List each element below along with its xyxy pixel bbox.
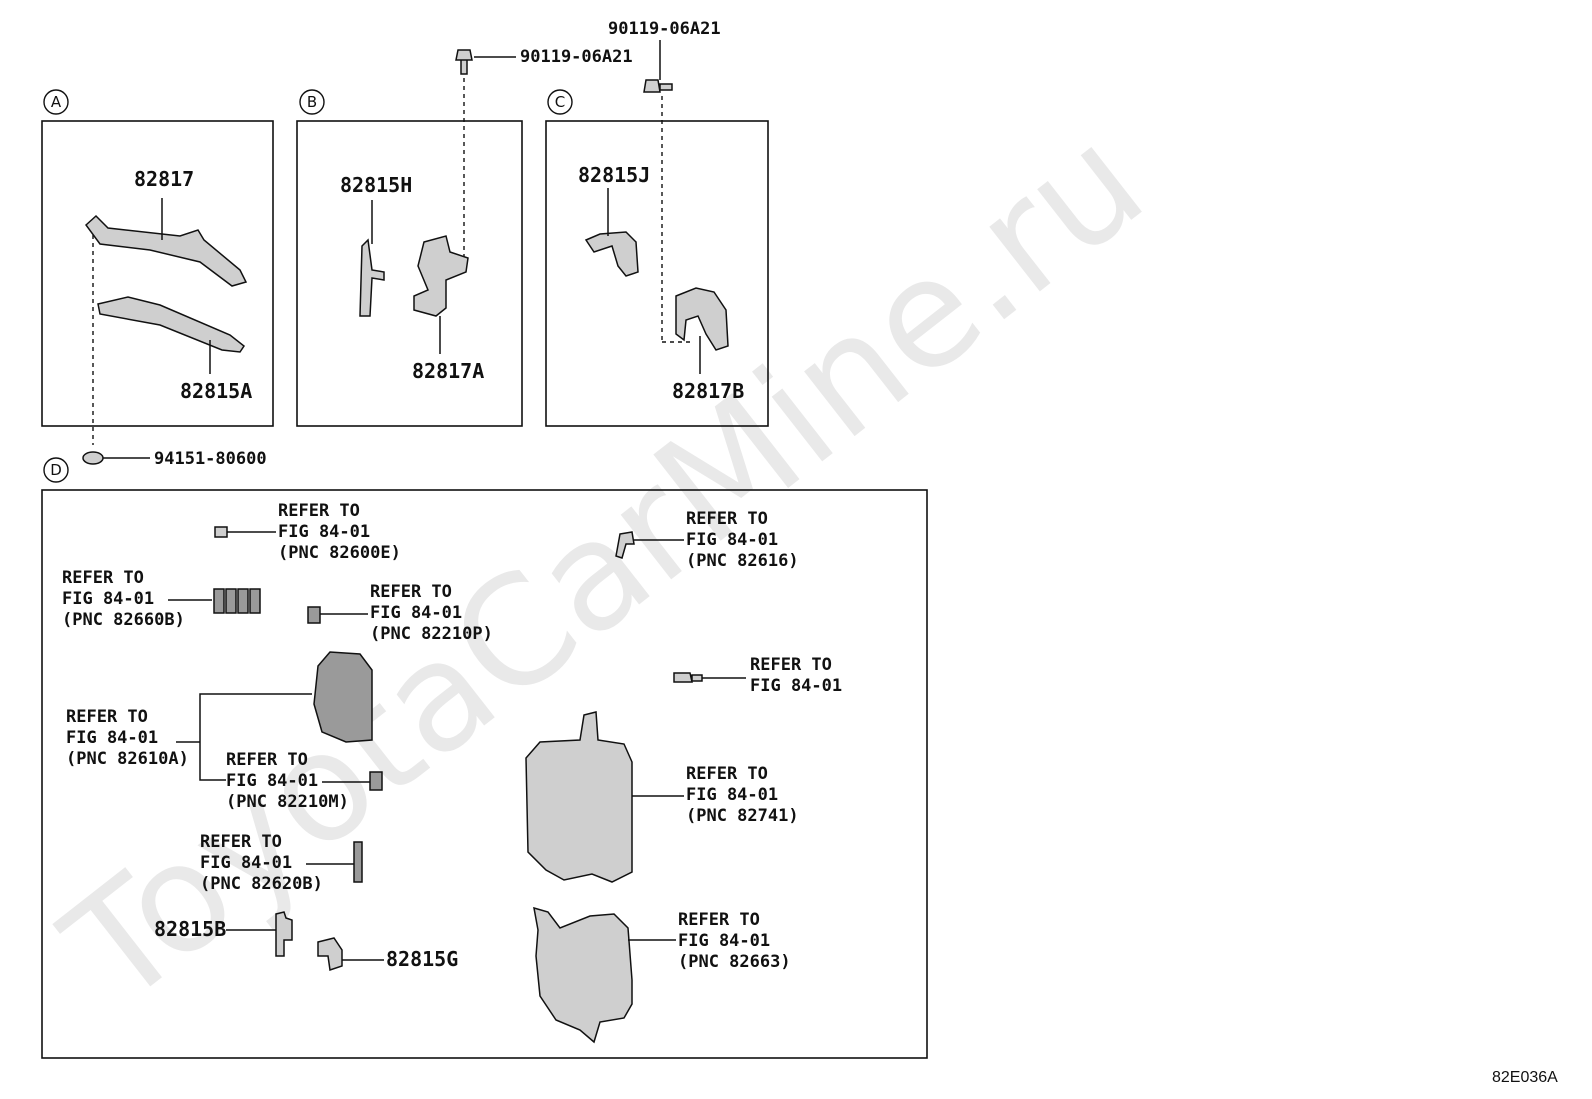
part-82210p-icon (307, 606, 321, 624)
section-d-marker (43, 457, 69, 483)
ref-82210p-l2[interactable]: FIG 84-01 (370, 603, 462, 623)
part-82616-icon (615, 531, 635, 559)
section-c-box (545, 120, 769, 427)
ref-82616-l2[interactable]: FIG 84-01 (686, 530, 778, 550)
clip-icon (82, 451, 104, 465)
label-82815g[interactable]: 82815G (386, 947, 458, 971)
ref-82600e-l3: (PNC 82600E) (278, 543, 401, 563)
bolt-c-icon (643, 79, 673, 93)
part-82817-shape (84, 214, 248, 287)
part-82663-icon (533, 906, 633, 1044)
label-bolt-c[interactable]: 90119-06A21 (608, 19, 721, 39)
part-82815g-icon (317, 937, 343, 971)
label-94151-80600[interactable]: 94151-80600 (154, 449, 267, 469)
bolt-b-icon (455, 49, 473, 75)
part-82600e-icon (214, 526, 228, 538)
label-82817b[interactable]: 82817B (672, 379, 744, 403)
part-82817b-shape (675, 287, 729, 351)
part-82610a-icon (313, 651, 373, 743)
part-82210m-icon (369, 771, 383, 791)
ref-82663-l1: REFER TO (678, 910, 760, 930)
section-b: B 90119-06A21 82815H 82817A (296, 47, 633, 427)
ref-82210p-l1: REFER TO (370, 582, 452, 602)
ref-bolt-l1: REFER TO (750, 655, 832, 675)
ref-82741-l3: (PNC 82741) (686, 806, 799, 826)
part-82815h-shape (359, 238, 385, 317)
diagram-code: 82E036A (1492, 1069, 1558, 1086)
ref-82210p-l3: (PNC 82210P) (370, 624, 493, 644)
label-82817[interactable]: 82817 (134, 167, 194, 191)
label-82815b[interactable]: 82815B (154, 917, 226, 941)
ref-82741-l1: REFER TO (686, 764, 768, 784)
section-b-letter: B (307, 93, 317, 111)
section-d: D REFER TO FIG 84-01 (PNC 82600E) REFER … (41, 457, 928, 1059)
ref-82616-l1: REFER TO (686, 509, 768, 529)
part-82815b-icon (275, 911, 293, 957)
label-82817a[interactable]: 82817A (412, 359, 484, 383)
ref-82660b-l3: (PNC 82660B) (62, 610, 185, 630)
section-b-marker (299, 89, 325, 115)
leader-82610a-up (199, 693, 312, 742)
ref-82663-l2[interactable]: FIG 84-01 (678, 931, 770, 951)
label-82815j[interactable]: 82815J (578, 163, 650, 187)
ref-82600e-l2[interactable]: FIG 84-01 (278, 522, 370, 542)
section-c-letter: C (555, 93, 565, 111)
section-d-letter: D (50, 461, 62, 479)
part-82620b-icon (353, 841, 363, 883)
section-d-box (41, 489, 928, 1059)
ref-82610a-l3: (PNC 82610A) (66, 749, 189, 769)
section-c-marker (547, 89, 573, 115)
ref-82610a-l1: REFER TO (66, 707, 148, 727)
part-82815j-shape (584, 231, 639, 277)
section-b-box (296, 120, 523, 427)
ref-82663-l3: (PNC 82663) (678, 952, 791, 972)
label-82815h[interactable]: 82815H (340, 173, 412, 197)
section-a: A 82817 82815A (41, 89, 274, 445)
ref-82210m-l1: REFER TO (226, 750, 308, 770)
part-82815a-shape (97, 296, 246, 353)
section-a-box (41, 120, 274, 427)
ref-82600e-l1: REFER TO (278, 501, 360, 521)
ref-82620b-l3: (PNC 82620B) (200, 874, 323, 894)
part-82741-icon (525, 711, 633, 883)
ref-82620b-l1: REFER TO (200, 832, 282, 852)
section-c: C 90119-06A21 82815J 82817B (545, 19, 769, 427)
ref-82610a-l2[interactable]: FIG 84-01 (66, 728, 158, 748)
ref-82660b-l2[interactable]: FIG 84-01 (62, 589, 154, 609)
section-a-letter: A (51, 93, 62, 111)
label-bolt-b[interactable]: 90119-06A21 (520, 47, 633, 67)
ref-82741-l2[interactable]: FIG 84-01 (686, 785, 778, 805)
label-82815a[interactable]: 82815A (180, 379, 252, 403)
section-a-marker (43, 89, 69, 115)
part-82660b-icon (213, 588, 261, 614)
ref-82210m-l2[interactable]: FIG 84-01 (226, 771, 318, 791)
ref-82660b-l1: REFER TO (62, 568, 144, 588)
ref-82616-l3: (PNC 82616) (686, 551, 799, 571)
clip-94151: 94151-80600 (82, 449, 267, 469)
part-82817a-shape (413, 235, 469, 317)
ref-bolt-l2[interactable]: FIG 84-01 (750, 676, 842, 696)
ref-82620b-l2[interactable]: FIG 84-01 (200, 853, 292, 873)
ref-82210m-l3: (PNC 82210M) (226, 792, 349, 812)
leader-82610a-down (199, 742, 226, 781)
bolt-d-icon (673, 672, 703, 683)
